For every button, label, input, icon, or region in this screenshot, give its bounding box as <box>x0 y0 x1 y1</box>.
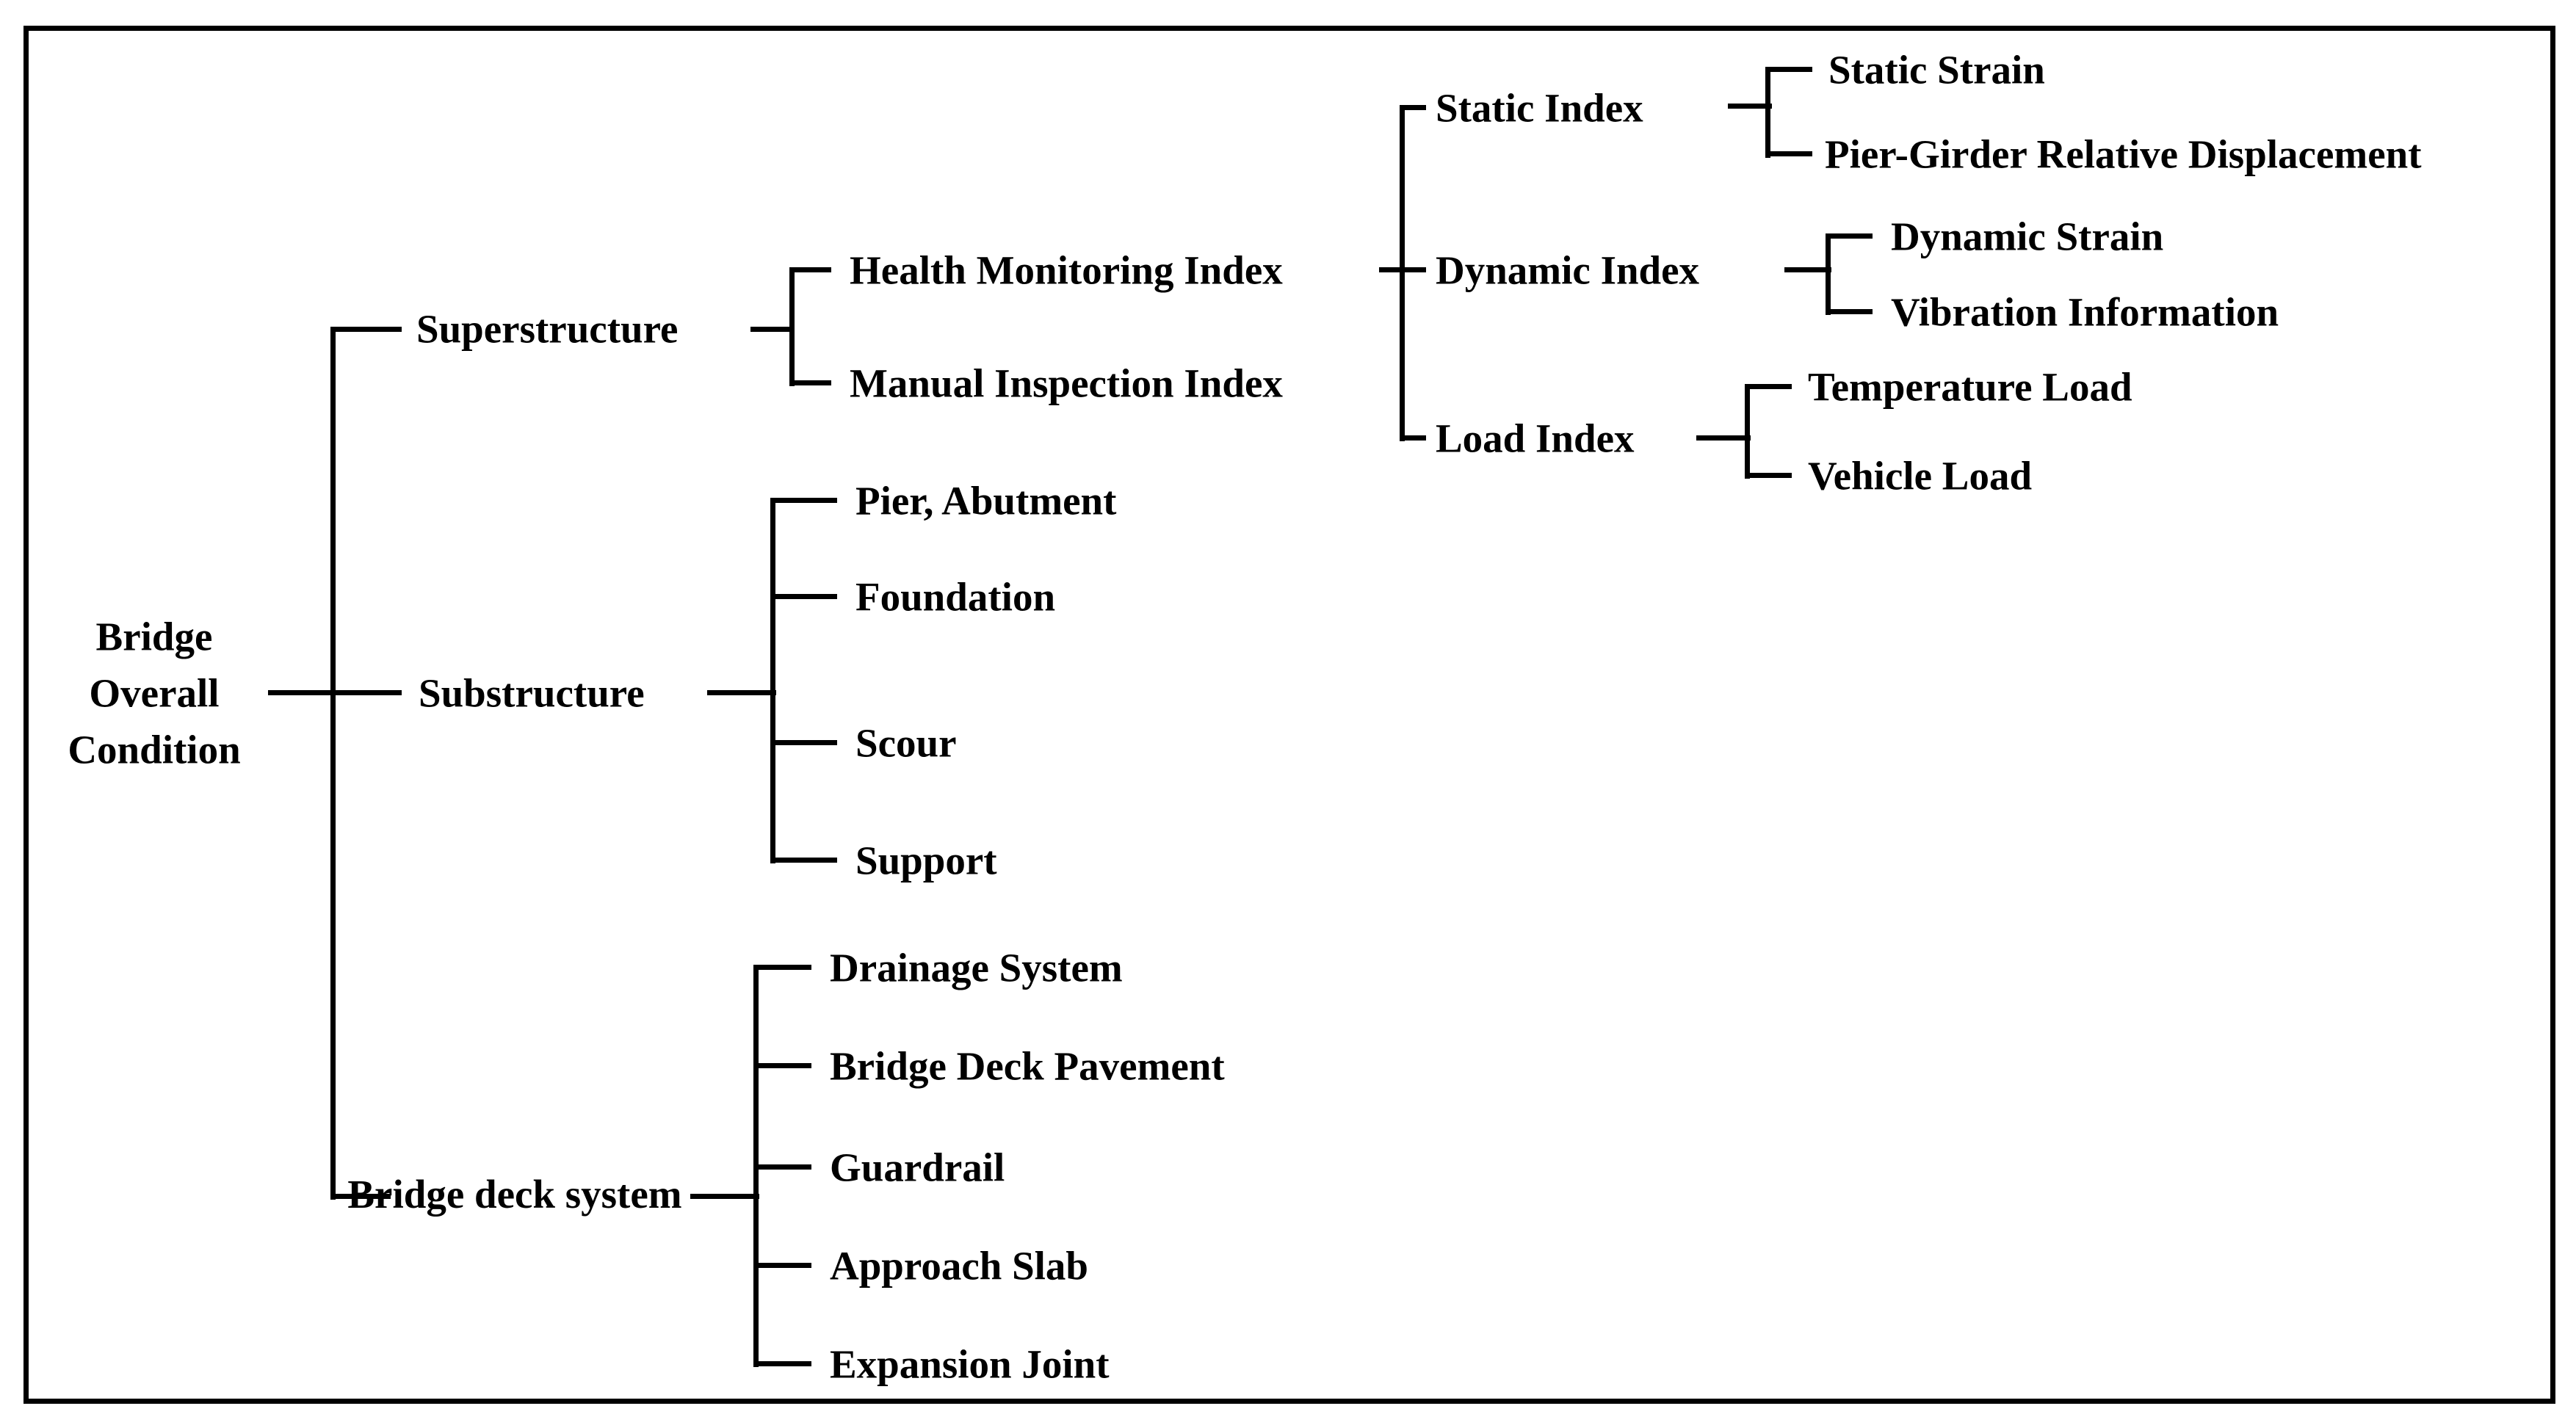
node-vibration-information: Vibration Information <box>1891 289 2279 335</box>
load-index-stub <box>1400 435 1426 441</box>
temperature-stub <box>1745 384 1792 389</box>
node-superstructure: Superstructure <box>416 306 679 352</box>
scour-stub <box>770 740 837 745</box>
pier-girder-stub <box>1765 151 1812 156</box>
node-static-index: Static Index <box>1436 85 1643 131</box>
pier-abutment-stub <box>770 498 837 503</box>
node-temperature-load: Temperature Load <box>1808 364 2132 410</box>
substructure-connector <box>707 690 776 695</box>
bridge-deck-elbow <box>330 1194 391 1199</box>
node-bridge-deck-system: Bridge deck system <box>347 1172 682 1217</box>
bridge-deck-right-connector <box>690 1194 759 1199</box>
approach-slab-stub <box>753 1263 811 1268</box>
node-vehicle-load: Vehicle Load <box>1808 453 2033 499</box>
mii-stub <box>789 380 831 385</box>
node-scour: Scour <box>855 720 957 766</box>
guardrail-stub <box>753 1164 811 1170</box>
static-index-connector <box>1728 104 1772 109</box>
hmi-stub <box>789 267 831 272</box>
node-support: Support <box>855 838 997 883</box>
node-manual-inspection-index: Manual Inspection Index <box>850 360 1283 406</box>
diagram-border <box>23 26 2555 1404</box>
static-index-stub <box>1400 105 1426 110</box>
vibration-stub <box>1826 309 1873 314</box>
dynamic-bracket <box>1826 233 1831 315</box>
node-dynamic-index: Dynamic Index <box>1436 247 1700 293</box>
node-pier-girder-relative-displacement: Pier-Girder Relative Displacement <box>1825 131 2422 177</box>
node-expansion-joint: Expansion Joint <box>830 1341 1110 1387</box>
node-dynamic-strain: Dynamic Strain <box>1891 214 2164 259</box>
trunk-line <box>330 327 336 1200</box>
node-pier-abutment: Pier, Abutment <box>855 478 1117 523</box>
substructure-bracket <box>770 498 775 863</box>
index-bracket <box>1400 105 1405 441</box>
node-static-strain: Static Strain <box>1828 47 2045 93</box>
pavement-stub <box>753 1063 811 1068</box>
node-substructure: Substructure <box>419 670 645 716</box>
dynamic-index-connector <box>1784 267 1831 272</box>
node-approach-slab: Approach Slab <box>830 1243 1089 1289</box>
static-strain-stub <box>1765 67 1812 72</box>
node-bridge-deck-pavement: Bridge Deck Pavement <box>830 1043 1225 1089</box>
superstructure-elbow <box>330 327 402 332</box>
node-bridge-overall-condition: Bridge Overall Condition <box>68 614 241 772</box>
expansion-joint-stub <box>753 1361 811 1366</box>
superstructure-bracket <box>789 267 795 386</box>
load-index-connector <box>1696 435 1751 441</box>
foundation-stub <box>770 594 837 599</box>
node-guardrail: Guardrail <box>830 1145 1005 1190</box>
support-stub <box>770 858 837 863</box>
static-bracket <box>1765 67 1770 158</box>
drainage-stub <box>753 965 811 970</box>
load-bracket <box>1745 384 1750 479</box>
dynamic-strain-stub <box>1826 233 1873 239</box>
node-health-monitoring-index: Health Monitoring Index <box>850 247 1283 293</box>
node-drainage-system: Drainage System <box>830 945 1123 990</box>
vehicle-stub <box>1745 473 1792 478</box>
node-load-index: Load Index <box>1436 416 1635 461</box>
node-foundation: Foundation <box>855 574 1056 620</box>
superstructure-stub <box>750 327 795 332</box>
root-connector <box>268 690 402 695</box>
